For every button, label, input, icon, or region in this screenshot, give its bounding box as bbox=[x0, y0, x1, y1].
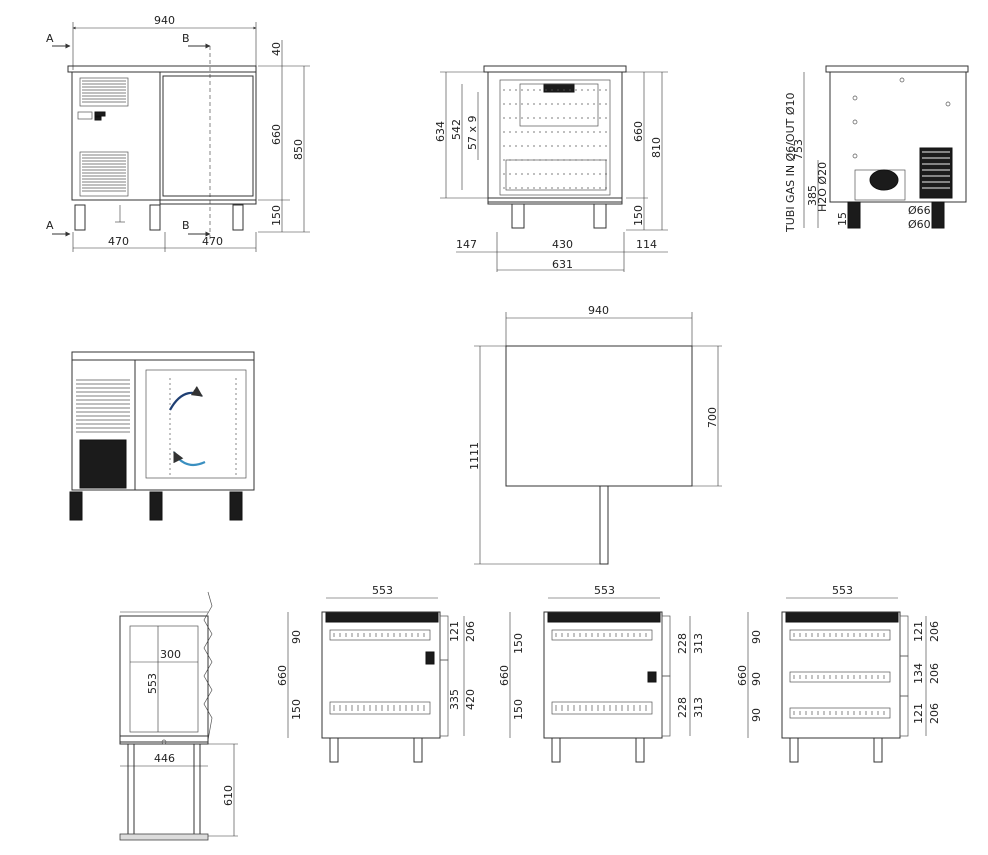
control-panel bbox=[77, 111, 106, 121]
dim-d2-150b: 150 bbox=[512, 699, 525, 720]
dim-d1-90: 90 bbox=[290, 630, 303, 644]
airflow-arrow-dark bbox=[169, 385, 203, 411]
dim-section-300: 300 bbox=[160, 648, 181, 661]
dim-section-446: 446 bbox=[154, 752, 175, 765]
dim-side-147: 147 bbox=[456, 238, 477, 251]
label-water: H2O Ø20 bbox=[816, 162, 829, 212]
dim-side-114: 114 bbox=[636, 238, 657, 251]
dim-front-half-right: 470 bbox=[202, 235, 223, 248]
section-a-top: A bbox=[46, 32, 54, 45]
dim-section-553: 553 bbox=[146, 673, 159, 694]
dim-d2-313a: 313 bbox=[692, 633, 705, 654]
dim-d3-121a: 121 bbox=[912, 621, 925, 642]
dim-d3-660: 660 bbox=[736, 665, 749, 686]
dim-d2-660: 660 bbox=[498, 665, 511, 686]
label-gas-pipes: TUBI GAS IN Ø6/OUT Ø10 bbox=[784, 93, 797, 234]
dim-front-width: 940 bbox=[154, 14, 175, 27]
side-view: 634 542 57 x 9 660 810 150 147 430 114 6… bbox=[434, 65, 668, 272]
dim-section-610: 610 bbox=[222, 785, 235, 806]
front-view: 940 A B A B 470 470 40 660 850 bbox=[46, 14, 310, 252]
vent-grille-lower bbox=[79, 151, 129, 197]
drawer-view-3: 553 660 90 90 90 121 206 134 206 121 206 bbox=[736, 584, 941, 763]
dim-d3-90c: 90 bbox=[750, 708, 763, 722]
dim-d3-90b: 90 bbox=[750, 672, 763, 686]
section-b-bottom: B bbox=[182, 219, 190, 232]
dim-d2-313b: 313 bbox=[692, 697, 705, 718]
dim-side-pitch: 57 x 9 bbox=[466, 116, 479, 151]
dim-front-half-left: 470 bbox=[108, 235, 129, 248]
dim-side-430: 430 bbox=[552, 238, 573, 251]
dim-d1-420: 420 bbox=[464, 689, 477, 710]
dim-top-overall: 1111 bbox=[468, 442, 481, 470]
dim-d3-90a: 90 bbox=[750, 630, 763, 644]
dim-d2-228b: 228 bbox=[676, 697, 689, 718]
dim-d1-width: 553 bbox=[372, 584, 393, 597]
dim-d3-134: 134 bbox=[912, 663, 925, 684]
back-view: 753 385 TUBI GAS IN Ø6/OUT Ø10 H2O Ø20 1… bbox=[784, 65, 969, 234]
dim-back-15: 15 bbox=[836, 212, 849, 226]
dim-d3-206b: 206 bbox=[928, 663, 941, 684]
dim-d3-121b: 121 bbox=[912, 703, 925, 724]
dim-d1-206: 206 bbox=[464, 621, 477, 642]
section-b-top: B bbox=[182, 32, 190, 45]
dim-back-d60: Ø60 bbox=[908, 218, 931, 231]
compressor-block bbox=[79, 439, 127, 489]
drawer-view-2: 553 660 150 150 228 313 228 313 bbox=[498, 584, 705, 763]
dim-front-top: 40 bbox=[270, 42, 283, 56]
dim-side-631: 631 bbox=[552, 258, 573, 271]
dim-back-d66: Ø66 bbox=[908, 204, 931, 217]
dim-front-body: 660 bbox=[270, 124, 283, 145]
dim-d1-335: 335 bbox=[448, 689, 461, 710]
dim-front-legs: 150 bbox=[270, 205, 283, 226]
dim-side-150: 150 bbox=[632, 205, 645, 226]
section-view: 300 553 446 610 bbox=[119, 591, 238, 841]
dim-d1-121: 121 bbox=[448, 621, 461, 642]
condenser-grille bbox=[76, 379, 130, 433]
drawer-view-1: 553 660 90 150 121 206 335 420 bbox=[276, 584, 477, 763]
section-a-bottom: A bbox=[46, 219, 54, 232]
dim-side-542: 542 bbox=[450, 119, 463, 140]
dim-back-385: 385 bbox=[806, 185, 819, 206]
dim-d3-206a: 206 bbox=[928, 621, 941, 642]
dim-d2-width: 553 bbox=[594, 584, 615, 597]
dim-side-634: 634 bbox=[434, 121, 447, 142]
dim-d1-660: 660 bbox=[276, 665, 289, 686]
dim-side-660: 660 bbox=[632, 121, 645, 142]
dim-d3-width: 553 bbox=[832, 584, 853, 597]
cutaway-view bbox=[69, 351, 255, 521]
dim-top-width: 940 bbox=[588, 304, 609, 317]
airflow-arrow-light bbox=[173, 451, 206, 467]
dim-d3-206c: 206 bbox=[928, 703, 941, 724]
vent-grille-upper bbox=[79, 77, 129, 107]
dim-side-810: 810 bbox=[650, 137, 663, 158]
compressor-unit bbox=[854, 147, 953, 201]
dim-front-total: 850 bbox=[292, 139, 305, 160]
dim-top-depth: 700 bbox=[706, 407, 719, 428]
dim-d2-228a: 228 bbox=[676, 633, 689, 654]
top-view: 940 700 1111 bbox=[468, 304, 722, 565]
dim-back-753: 753 bbox=[792, 139, 805, 160]
dim-d1-150: 150 bbox=[290, 699, 303, 720]
dim-d2-150a: 150 bbox=[512, 633, 525, 654]
